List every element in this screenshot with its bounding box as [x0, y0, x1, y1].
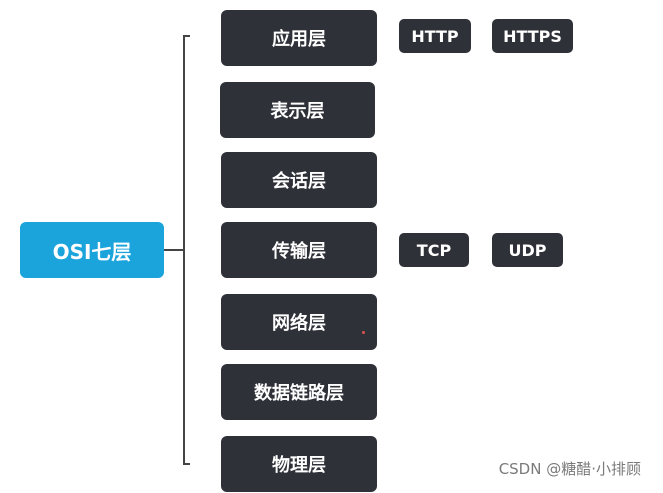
- root-node-label: OSI七层: [52, 239, 132, 264]
- protocol-label: HTTPS: [503, 26, 562, 46]
- protocol-https: HTTPS: [492, 19, 573, 53]
- layer-data-link: 数据链路层: [221, 364, 377, 420]
- protocol-label: HTTP: [411, 26, 459, 46]
- layer-label: 表示层: [270, 101, 325, 122]
- protocol-udp: UDP: [492, 233, 563, 267]
- layer-network: 网络层: [221, 294, 377, 350]
- layer-presentation: 表示层: [220, 82, 375, 138]
- layer-label: 应用层: [272, 29, 326, 50]
- layer-label: 数据链路层: [254, 383, 344, 404]
- protocol-label: TCP: [416, 240, 452, 260]
- layer-application: 应用层: [221, 10, 377, 66]
- layer-label: 传输层: [272, 241, 326, 262]
- stray-dot: [362, 331, 365, 334]
- protocol-tcp: TCP: [399, 233, 469, 267]
- layer-label: 物理层: [272, 455, 326, 476]
- layer-session: 会话层: [221, 152, 377, 208]
- root-node-osi: OSI七层: [20, 222, 164, 278]
- layer-physical: 物理层: [221, 436, 377, 492]
- layer-label: 会话层: [272, 171, 326, 192]
- layer-transport: 传输层: [221, 222, 377, 278]
- protocol-http: HTTP: [399, 19, 471, 53]
- protocol-label: UDP: [508, 240, 547, 260]
- layer-label: 网络层: [272, 313, 326, 334]
- watermark: CSDN @糖醋·小排顾: [498, 460, 641, 478]
